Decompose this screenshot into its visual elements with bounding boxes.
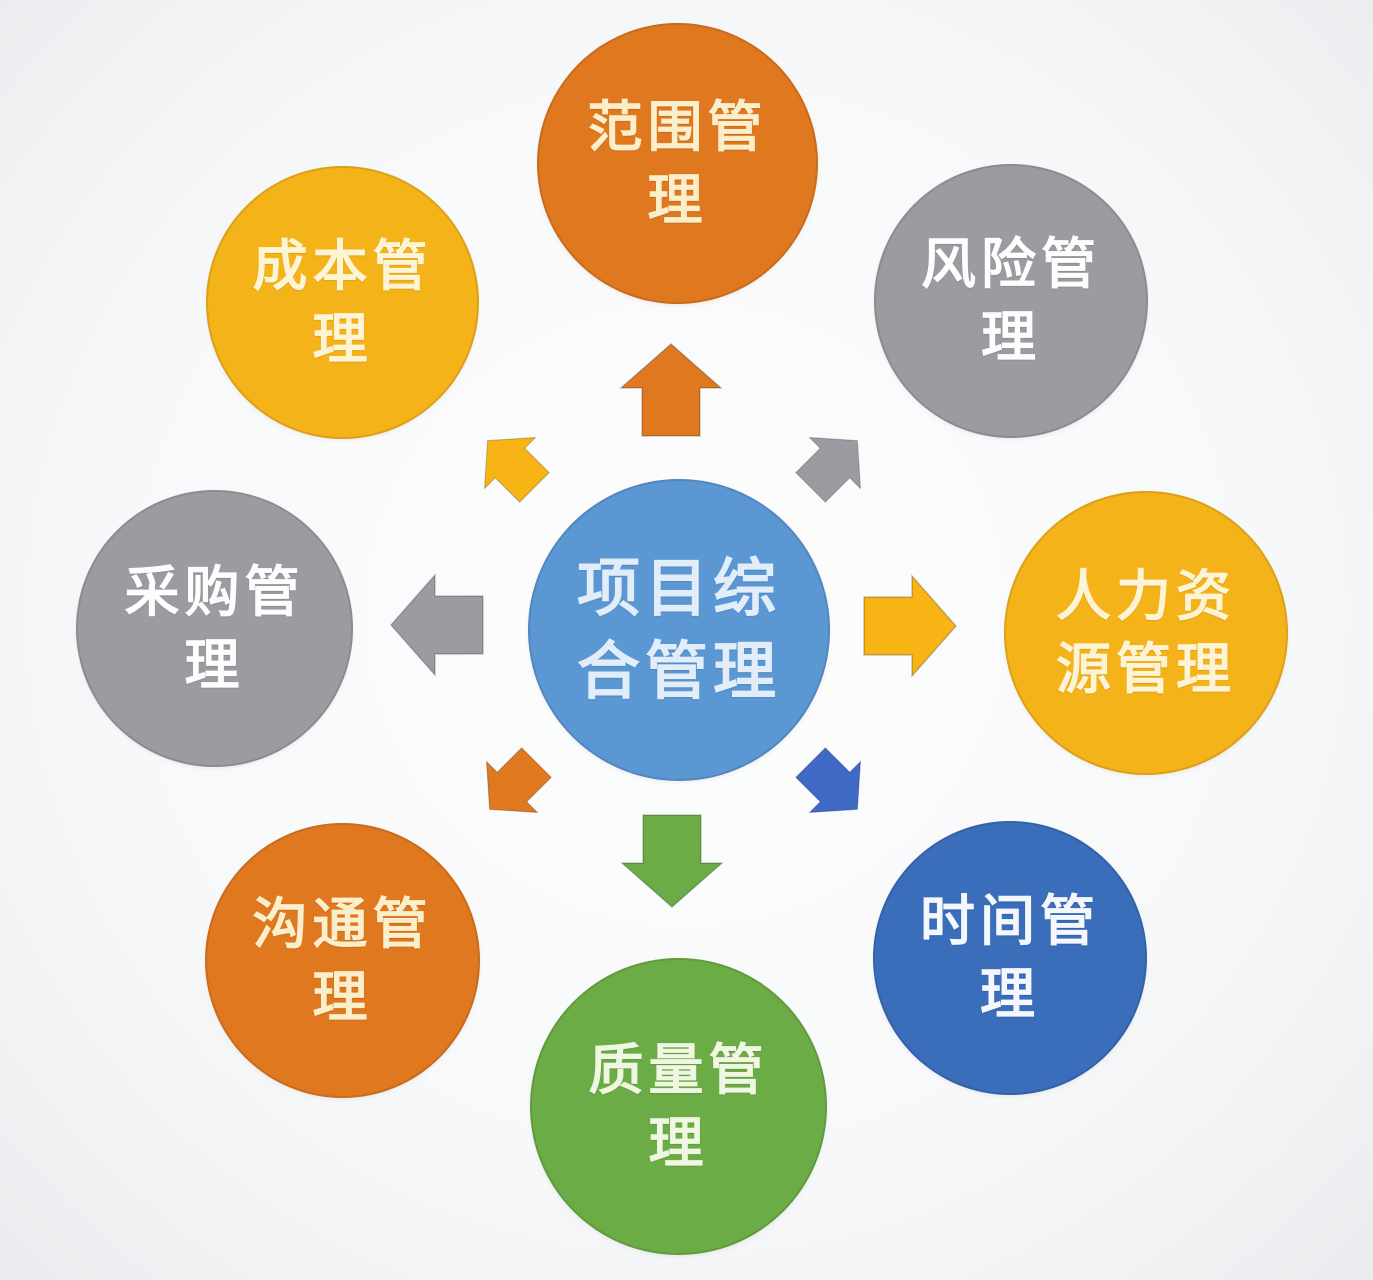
node-communication-management: 沟通管 理 xyxy=(205,823,480,1098)
arrow-shape xyxy=(795,747,862,814)
node-label-line1: 人力资 xyxy=(1055,563,1236,629)
node-quality-management: 质量管 理 xyxy=(530,958,827,1255)
node-label: 质量管 理 xyxy=(588,1034,768,1179)
node-label-line1: 采购管 xyxy=(124,558,305,624)
down-left-arrow-icon xyxy=(464,737,562,835)
arrow-shape xyxy=(619,343,723,437)
node-label-line2: 源管理 xyxy=(1055,636,1236,701)
node-risk-management: 风险管 理 xyxy=(874,164,1148,438)
arrow-shape xyxy=(390,573,484,677)
node-label-line2: 理 xyxy=(312,963,373,1029)
arrow-svg xyxy=(619,343,723,437)
node-label-line2: 理 xyxy=(312,305,373,371)
node-scope-management: 范围管 理 xyxy=(537,23,818,304)
node-label-line1: 时间管 xyxy=(919,888,1100,954)
down-arrow-icon xyxy=(620,814,724,908)
center-node-label: 项目综 合管理 xyxy=(577,547,781,713)
arrow-svg xyxy=(485,747,552,814)
arrow-shape xyxy=(620,814,724,908)
arrow-shape xyxy=(485,747,552,814)
arrow-svg xyxy=(483,436,550,503)
arrow-svg xyxy=(863,574,957,678)
node-label: 采购管 理 xyxy=(124,556,304,701)
node-label-line2: 理 xyxy=(648,1109,709,1175)
arrow-shape xyxy=(795,436,862,503)
up-right-arrow-icon xyxy=(785,415,883,513)
node-label: 风险管 理 xyxy=(921,228,1101,373)
node-label-line2: 理 xyxy=(979,961,1040,1026)
node-time-management: 时间管 理 xyxy=(873,821,1147,1095)
arrow-svg xyxy=(620,814,724,908)
up-left-arrow-icon xyxy=(462,415,560,513)
node-label-line1: 沟通管 xyxy=(252,890,433,956)
node-label: 沟通管 理 xyxy=(252,888,432,1033)
node-label-line1: 范围管 xyxy=(587,93,768,159)
node-label: 人力资 源管理 xyxy=(1056,560,1236,705)
arrow-svg xyxy=(795,747,862,814)
node-project-integration-management: 项目综 合管理 xyxy=(528,479,830,781)
node-label: 时间管 理 xyxy=(920,885,1100,1030)
node-label-line2: 理 xyxy=(184,631,245,697)
node-label-line1: 质量管 xyxy=(588,1036,769,1102)
node-label-line1: 成本管 xyxy=(252,232,433,298)
arrow-svg xyxy=(795,436,862,503)
center-label-line1: 项目综 xyxy=(577,550,781,625)
node-label-line2: 理 xyxy=(647,166,708,232)
node-human-resource-management: 人力资 源管理 xyxy=(1004,491,1288,775)
arrow-shape xyxy=(483,436,550,503)
node-label: 范围管 理 xyxy=(587,91,767,236)
left-arrow-icon xyxy=(390,573,484,677)
node-procurement-management: 采购管 理 xyxy=(76,490,353,767)
node-label-line2: 理 xyxy=(980,304,1041,369)
down-right-arrow-icon xyxy=(785,737,883,835)
node-label: 成本管 理 xyxy=(252,230,432,375)
arrow-svg xyxy=(390,573,484,677)
right-arrow-icon xyxy=(863,574,957,678)
arrow-shape xyxy=(863,574,957,678)
center-label-line2: 合管理 xyxy=(577,634,781,708)
node-label-line1: 风险管 xyxy=(920,231,1101,297)
node-cost-management: 成本管 理 xyxy=(206,166,479,439)
up-arrow-icon xyxy=(619,343,723,437)
